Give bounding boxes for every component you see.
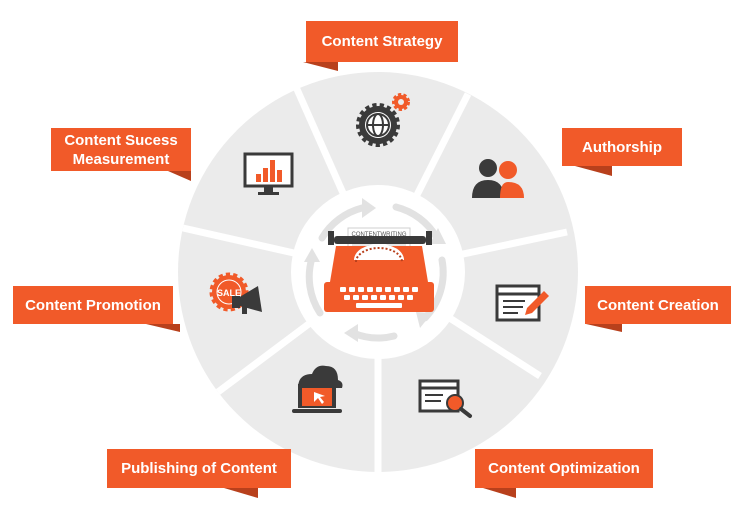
sale-badge-text: SALE bbox=[217, 288, 241, 298]
authorship-label: Authorship bbox=[562, 128, 682, 166]
cloud-laptop-icon bbox=[292, 365, 343, 413]
document-pencil-icon bbox=[495, 284, 549, 322]
label-ribbon-tails bbox=[146, 62, 622, 498]
measurement-label-line1: Content Sucess bbox=[64, 131, 178, 149]
cycle-arrowheads bbox=[304, 198, 446, 342]
monitor-chart-icon bbox=[243, 152, 294, 195]
globe-gears-icon bbox=[356, 93, 410, 147]
content-strategy-label: Content Strategy bbox=[306, 21, 458, 62]
segment-dividers bbox=[182, 85, 568, 472]
typewriter-icon: CONTENTWRITING bbox=[324, 227, 434, 312]
users-icon bbox=[472, 159, 524, 198]
content-optimization-label: Content Optimization bbox=[475, 449, 653, 488]
content-success-measurement-label: Content Sucess Measurement bbox=[51, 128, 191, 171]
typewriter-paper-text: CONTENTWRITING bbox=[352, 232, 407, 238]
content-creation-label: Content Creation bbox=[585, 286, 731, 324]
measurement-label-line2: Measurement bbox=[72, 150, 170, 168]
sale-megaphone-icon: SALE bbox=[209, 272, 262, 314]
content-promotion-label: Content Promotion bbox=[13, 286, 173, 324]
document-magnifier-icon bbox=[418, 379, 472, 418]
publishing-of-content-label: Publishing of Content bbox=[107, 449, 291, 488]
